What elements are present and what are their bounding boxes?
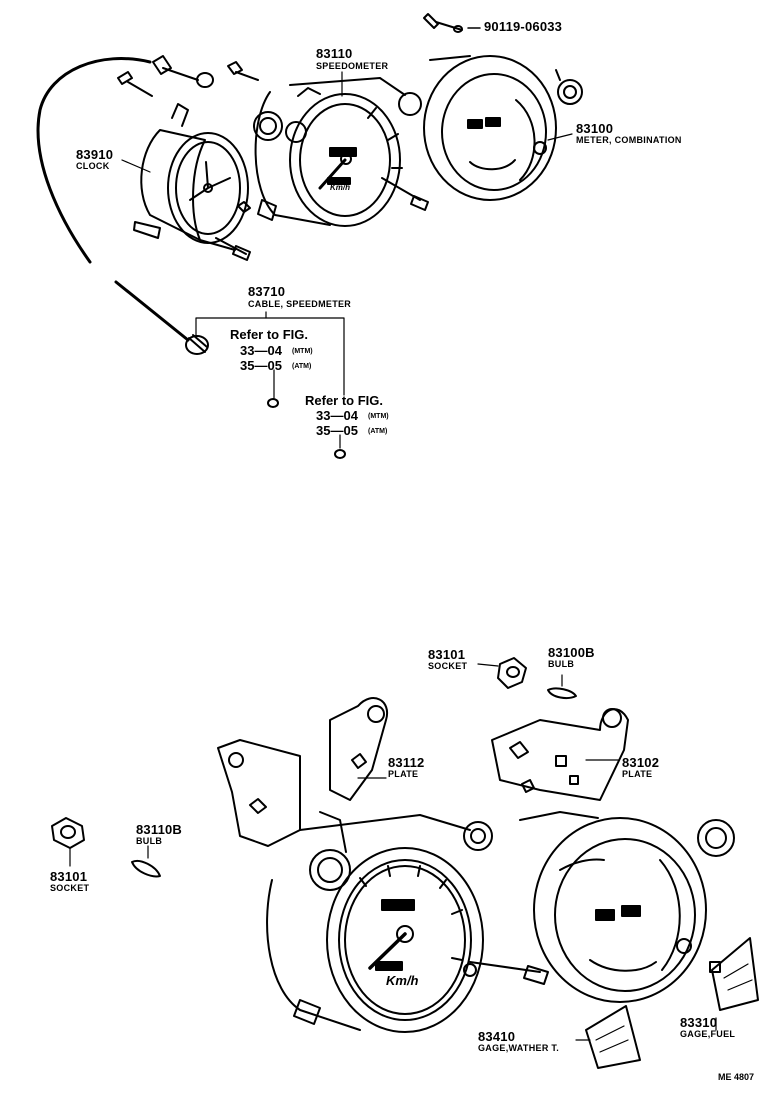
- ref2-title: Refer to FIG.: [305, 393, 384, 408]
- socket-top-illustration: [477, 657, 527, 689]
- ref1-line1-tag: (MTM): [292, 348, 313, 355]
- ref2-line2-num: 35—05: [316, 423, 358, 438]
- meter-combination-part-number: 83100: [576, 121, 614, 136]
- bulb-top-illustration: [547, 674, 577, 699]
- top-dial-unit: Km/h: [330, 183, 350, 192]
- screw-part-number: 90119-06033: [484, 19, 563, 34]
- gage-fuel-part-number: 83310: [680, 1015, 718, 1030]
- plate-left-part-number: 83112: [388, 755, 425, 770]
- meter-combination-part-name: METER, COMBINATION: [576, 135, 682, 145]
- cable-part-name: CABLE, SPEEDMETER: [248, 299, 352, 309]
- speedometer-part-number: 83110: [316, 46, 353, 61]
- plate-right-illustration: [491, 708, 629, 801]
- socket-top-part-name: SOCKET: [428, 661, 468, 671]
- bottom-dial-unit: Km/h: [386, 973, 419, 988]
- socket-left-part-name: SOCKET: [50, 883, 90, 893]
- gage-fuel-illustration: [709, 937, 759, 1031]
- washer-icons: [267, 398, 346, 459]
- gage-water-part-number: 83410: [478, 1029, 516, 1044]
- clock-part-number: 83910: [76, 147, 114, 162]
- ref2-line1-tag: (MTM): [368, 413, 389, 420]
- speedometer-cable: [36, 57, 209, 355]
- bulb-top-part-number: 83100B: [548, 645, 595, 660]
- ref1-line1-num: 33—04: [240, 343, 282, 358]
- plate-right-part-number: 83102: [622, 755, 660, 770]
- screw-top-right: [423, 13, 481, 33]
- gage-fuel-part-name: GAGE,FUEL: [680, 1029, 736, 1039]
- plate-right-part-name: PLATE: [622, 769, 653, 779]
- gage-water-part-name: GAGE,WATHER T.: [478, 1043, 560, 1053]
- gage-water-illustration: [575, 1005, 641, 1069]
- plate-left-part-name: PLATE: [388, 769, 419, 779]
- bulb-top-part-name: BULB: [548, 659, 575, 669]
- bulb-left-part-number: 83110B: [136, 822, 183, 837]
- clock-part-name: CLOCK: [76, 161, 110, 171]
- speedometer-bottom-illustration: [266, 811, 549, 1033]
- bulb-left-illustration: [131, 845, 161, 878]
- socket-left-part-number: 83101: [50, 869, 88, 884]
- ref1-line2-tag: (ATM): [292, 363, 312, 370]
- meter-combination-illustration: [398, 55, 583, 201]
- leader-lines-top: [121, 71, 573, 449]
- ref1-title: Refer to FIG.: [230, 327, 309, 342]
- bulb-left-part-name: BULB: [136, 836, 163, 846]
- meter-combination-bottom-illustration: [519, 811, 735, 1003]
- speedometer-illustration: [253, 77, 429, 227]
- ref2-line1-num: 33—04: [316, 408, 358, 423]
- ref1-line2-num: 35—05: [240, 358, 282, 373]
- bolt-top-left: [117, 55, 259, 97]
- diagram-code: ME 4807: [718, 1072, 755, 1082]
- speedometer-part-name: SPEEDOMETER: [316, 61, 389, 71]
- plate-left-illustration: [217, 697, 389, 847]
- cable-part-number: 83710: [248, 284, 286, 299]
- clock-illustration: [133, 103, 251, 261]
- ref2-line2-tag: (ATM): [368, 428, 388, 435]
- socket-top-part-number: 83101: [428, 647, 466, 662]
- socket-left-illustration: [51, 817, 85, 867]
